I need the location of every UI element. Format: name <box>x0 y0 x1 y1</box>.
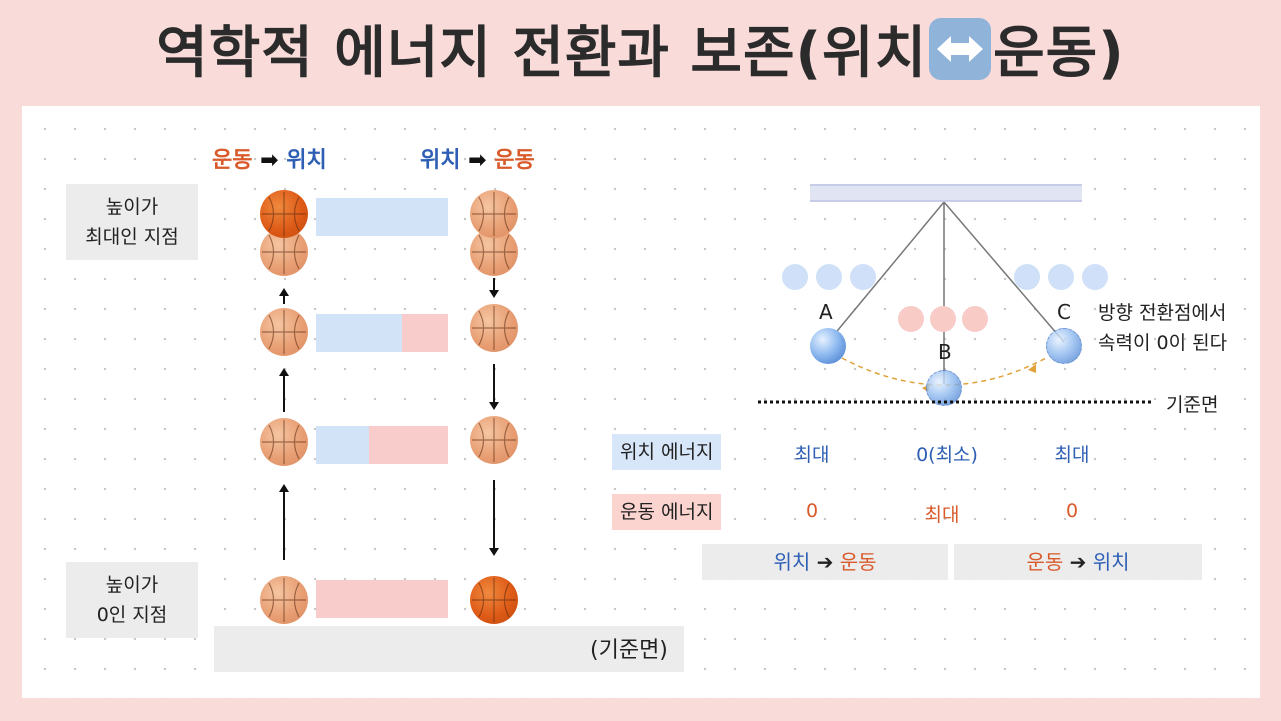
kinetic-b-value: 최대 <box>924 504 960 526</box>
transition-from: 운동 <box>1026 550 1064 574</box>
kinetic-energy-bar <box>369 426 448 464</box>
basketball-icon <box>260 418 308 466</box>
header-from-label: 위치 <box>420 148 461 173</box>
header-to-label: 운동 <box>494 148 535 173</box>
kinetic-energy-bar <box>402 314 448 352</box>
header-potential-to-kinetic: 위치 ➡ 운동 <box>420 142 535 174</box>
label-line: 0인 지점 <box>96 604 168 626</box>
transition-kinetic-to-potential: 운동 ➔ 위치 <box>954 544 1202 580</box>
reference-label: 기준면 <box>1166 394 1219 416</box>
transition-from: 위치 <box>773 550 811 574</box>
kinetic-energy-label: 운동 에너지 <box>612 494 722 530</box>
pendulum-ball-a <box>810 328 846 364</box>
potential-energy-bar <box>316 314 402 352</box>
transition-to: 운동 <box>839 550 877 574</box>
point-b-label: B <box>938 340 952 364</box>
transition-to: 위치 <box>1092 550 1130 574</box>
right-arrow-icon: ➔ <box>816 550 834 574</box>
basketball-icon <box>470 304 518 352</box>
up-arrows <box>279 288 289 560</box>
basketball-icon <box>260 576 308 624</box>
label-line: 높이가 <box>105 196 159 218</box>
pendulum-strings <box>827 202 1065 392</box>
basketball-icon <box>260 190 308 238</box>
basketball-icon <box>260 308 308 356</box>
kinetic-dot <box>898 306 924 332</box>
potential-dot <box>850 264 876 290</box>
max-height-label: 높이가 최대인 지점 <box>66 184 198 260</box>
kinetic-dot <box>930 306 956 332</box>
basketball-icon <box>470 416 518 464</box>
note-line: 속력이 0이 된다 <box>1098 332 1228 354</box>
right-arrow-icon: ➔ <box>1069 550 1087 574</box>
point-a-label: A <box>819 300 833 324</box>
header-kinetic-to-potential: 운동 ➡ 위치 <box>212 142 327 174</box>
ground-reference-box <box>214 626 684 672</box>
right-arrow-icon: ➡ <box>468 148 487 173</box>
pendulum-ball-b <box>926 370 962 406</box>
transition-potential-to-kinetic: 위치 ➔ 운동 <box>702 544 948 580</box>
header-to-label: 위치 <box>286 148 327 173</box>
basketball-icon <box>470 190 518 238</box>
potential-a-value: 최대 <box>794 444 830 466</box>
potential-c-value: 최대 <box>1054 444 1090 466</box>
potential-energy-bar <box>316 198 448 236</box>
potential-dot <box>1014 264 1040 290</box>
basketball-icon <box>470 576 518 624</box>
potential-dot <box>1082 264 1108 290</box>
potential-b-value: 0(최소) <box>916 444 978 466</box>
kinetic-c-value: 0 <box>1065 500 1079 522</box>
point-c-label: C <box>1057 300 1071 324</box>
zero-height-label: 높이가 0인 지점 <box>66 562 198 638</box>
potential-dot <box>1048 264 1074 290</box>
potential-energy-bar <box>316 426 369 464</box>
kinetic-a-value: 0 <box>805 500 819 522</box>
pendulum-ball-c <box>1046 328 1082 364</box>
title-text-end: 운동) <box>993 21 1125 86</box>
note-line: 방향 전환점에서 <box>1098 302 1227 324</box>
down-arrows <box>489 278 499 556</box>
left-right-arrow-icon <box>929 18 992 80</box>
right-arrow-icon: ➡ <box>260 148 279 173</box>
kinetic-energy-bar <box>316 580 448 618</box>
pendulum-ceiling <box>810 184 1082 202</box>
turning-point-note: 방향 전환점에서 속력이 0이 된다 <box>1098 298 1227 358</box>
label-line: 최대인 지점 <box>85 226 179 248</box>
page-title: 역학적 에너지 전환과 보존(위치 운동) <box>0 8 1281 100</box>
potential-dot <box>782 264 808 290</box>
potential-dot <box>816 264 842 290</box>
kinetic-dot <box>962 306 988 332</box>
header-from-label: 운동 <box>212 148 253 173</box>
label-line: 높이가 <box>105 574 159 596</box>
reference-line <box>758 400 1154 404</box>
diagram-board: 운동 ➡ 위치 위치 ➡ 운동 높이가 최대인 지점 높이가 0인 지점 (기준… <box>22 106 1260 698</box>
potential-energy-label: 위치 에너지 <box>612 434 722 470</box>
title-text-start: 역학적 에너지 전환과 보존(위치 <box>156 21 928 86</box>
ground-label: (기준면) <box>590 638 668 663</box>
